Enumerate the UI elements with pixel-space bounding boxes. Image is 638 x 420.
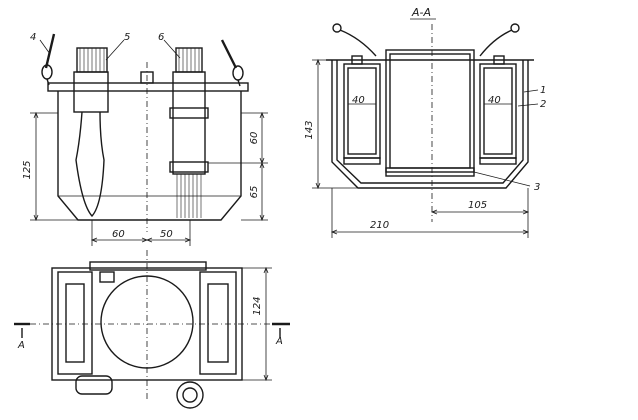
section-mark-right: A xyxy=(275,336,283,347)
section-view: A-A 40 40 1 2 3 xyxy=(304,6,546,238)
callout-3: 3 xyxy=(534,182,540,193)
dim-height-125: 125 xyxy=(22,160,33,179)
dim-upper-60: 60 xyxy=(249,132,260,145)
plan-view: 124 A A xyxy=(14,250,290,409)
brush-right xyxy=(169,47,209,218)
callout-5: 5 xyxy=(124,32,130,43)
dim-depth-124: 124 xyxy=(252,296,263,315)
callout-4: 4 xyxy=(30,32,36,43)
callout-1: 1 xyxy=(540,85,546,96)
dim-half-105: 105 xyxy=(468,200,487,211)
dim-height-143: 143 xyxy=(304,120,315,139)
dim-lower-65: 65 xyxy=(249,186,260,199)
section-mark-left: A xyxy=(17,340,25,351)
callout-6: 6 xyxy=(158,32,164,43)
dim-right-50: 50 xyxy=(160,229,173,240)
brush-handle-left xyxy=(73,47,109,218)
section-title: A-A xyxy=(411,6,431,19)
callout-2: 2 xyxy=(540,99,546,110)
label-left-40: 40 xyxy=(352,95,365,106)
clamp-left xyxy=(41,33,56,86)
dim-width-210: 210 xyxy=(370,220,389,231)
front-view: 4 5 6 125 60 65 60 50 xyxy=(22,32,268,246)
label-right-40: 40 xyxy=(488,95,501,106)
dim-left-60: 60 xyxy=(112,229,125,240)
clamp-right xyxy=(220,39,244,87)
